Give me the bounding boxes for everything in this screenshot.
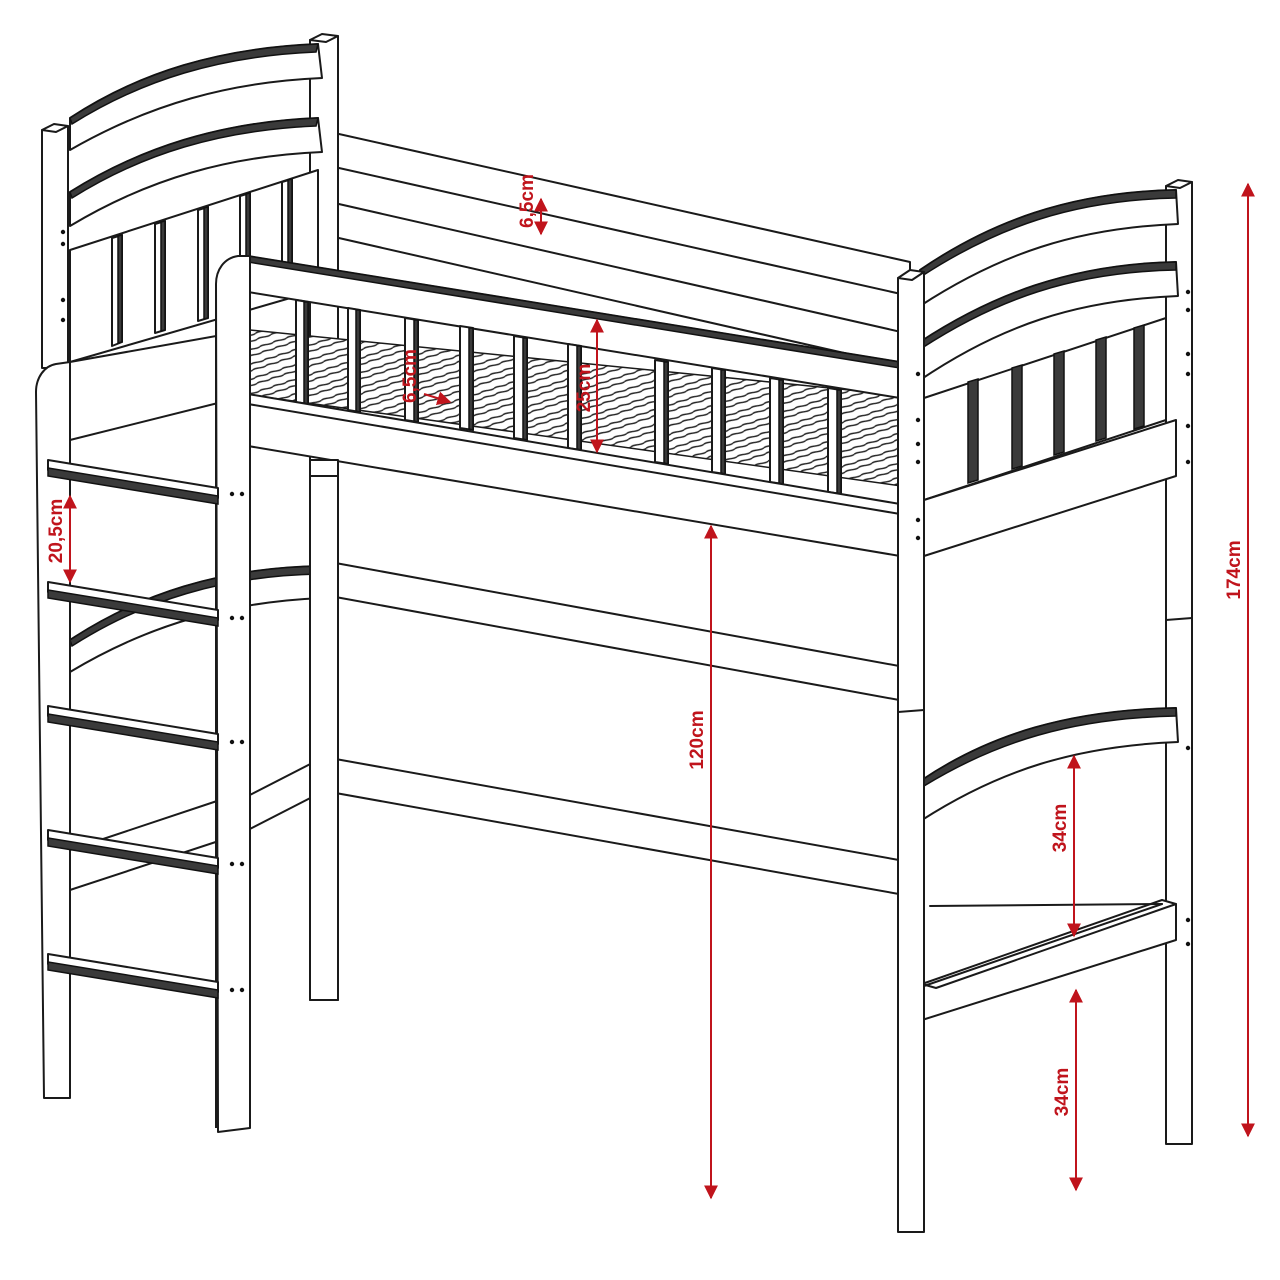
right-footboard: [919, 189, 1191, 947]
rear-right-post: [1165, 181, 1193, 1145]
front-posts: [309, 269, 1193, 1233]
label-total-height: 174cm: [1224, 540, 1245, 599]
ladder-left-rail: [35, 361, 71, 1099]
rear-left-lower-leg: [309, 459, 339, 1001]
left-front-post-cap: [41, 123, 69, 133]
guard-rail-slats: [295, 299, 842, 495]
right-end-lower-board: [921, 903, 1177, 1021]
ladder: [35, 255, 251, 1133]
rear-right-post-cap: [1165, 179, 1193, 189]
front-guard-rail: [247, 255, 901, 557]
label-clearance: 120cm: [687, 710, 708, 769]
far-bottom-rail: [329, 757, 911, 897]
label-slat-gap: 6,5cm: [400, 349, 421, 403]
label-top-rail-board: 6,5cm: [517, 174, 538, 228]
dimension-annotations: [63, 182, 1255, 1200]
far-middle-rail: [329, 561, 911, 703]
left-front-post-upper: [41, 125, 69, 369]
label-lower-rail-floor: 34cm: [1052, 1068, 1073, 1117]
label-lower-rail-bed: 34cm: [1050, 804, 1071, 853]
dimension-labels: 6,5cm 6,5cm 25cm 20,5cm 120cm 34cm 34cm …: [46, 174, 1245, 1116]
label-guard-rail: 25cm: [574, 364, 595, 413]
dim-line-slat-gap: [423, 391, 452, 405]
ladder-rungs: [47, 459, 219, 999]
front-right-post: [897, 271, 925, 1233]
ladder-right-rail: [215, 255, 251, 1133]
rear-left-post-cap: [309, 33, 339, 43]
footboard-slats: [967, 323, 1145, 485]
label-rung-spacing: 20,5cm: [46, 499, 67, 563]
